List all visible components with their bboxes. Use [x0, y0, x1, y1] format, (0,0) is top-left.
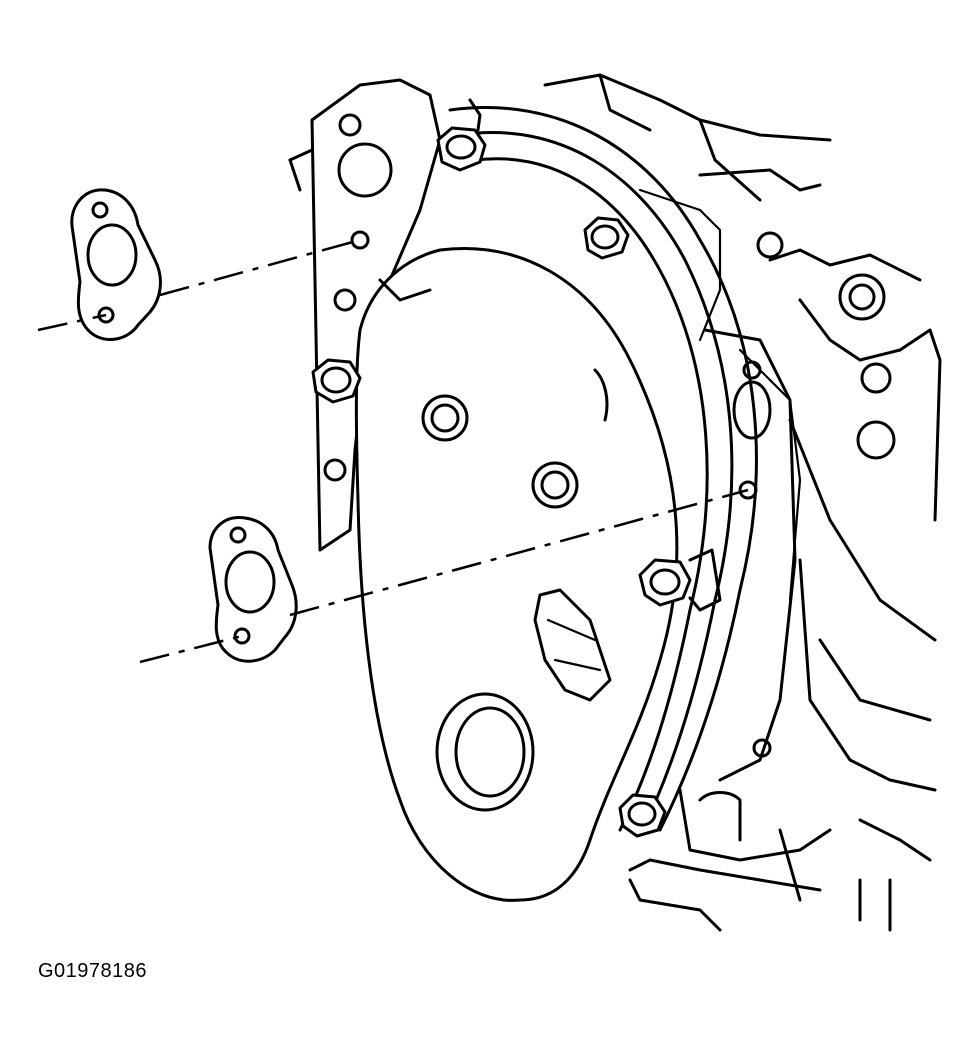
bolt-top	[436, 98, 487, 172]
engine-block-outline	[543, 73, 942, 932]
exhaust-gasket-upper	[70, 188, 162, 341]
alignment-line-lower	[139, 488, 749, 664]
lower-bracket	[628, 788, 832, 932]
alignment-line-upper	[37, 238, 361, 332]
timing-cover-plate	[354, 247, 679, 902]
bolt-bottom-right	[618, 793, 667, 838]
cylinder-head-edge	[288, 78, 442, 552]
bolt-left	[311, 358, 362, 404]
bolt-upper-right	[583, 216, 630, 260]
right-head-plate	[703, 328, 797, 782]
figure-code-label: G01978186	[38, 960, 148, 982]
exhaust-gasket-lower	[208, 516, 298, 663]
cover-gasket-band	[448, 106, 802, 837]
bolt-middle-right	[638, 548, 722, 612]
